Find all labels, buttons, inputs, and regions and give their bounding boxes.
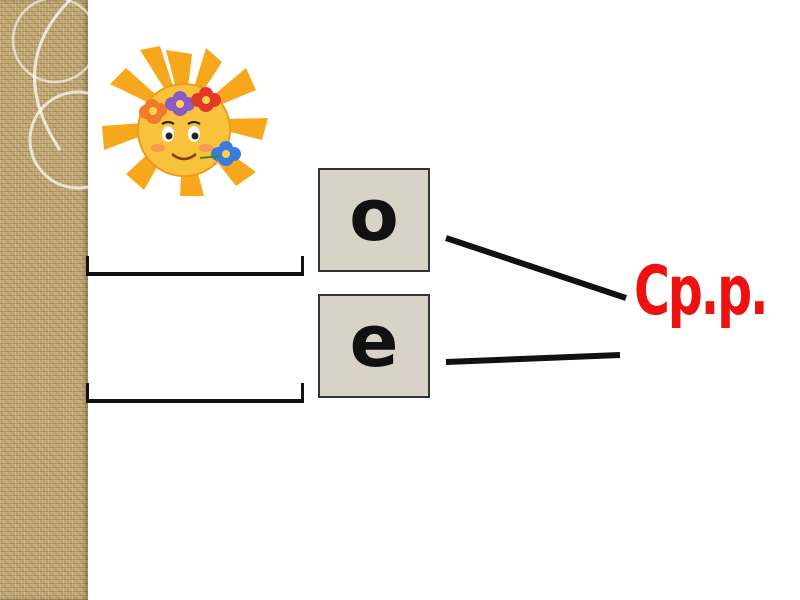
connector-line-e: [446, 355, 620, 362]
connector-line-o: [446, 238, 626, 298]
gender-label: Ср.р.: [634, 252, 766, 331]
